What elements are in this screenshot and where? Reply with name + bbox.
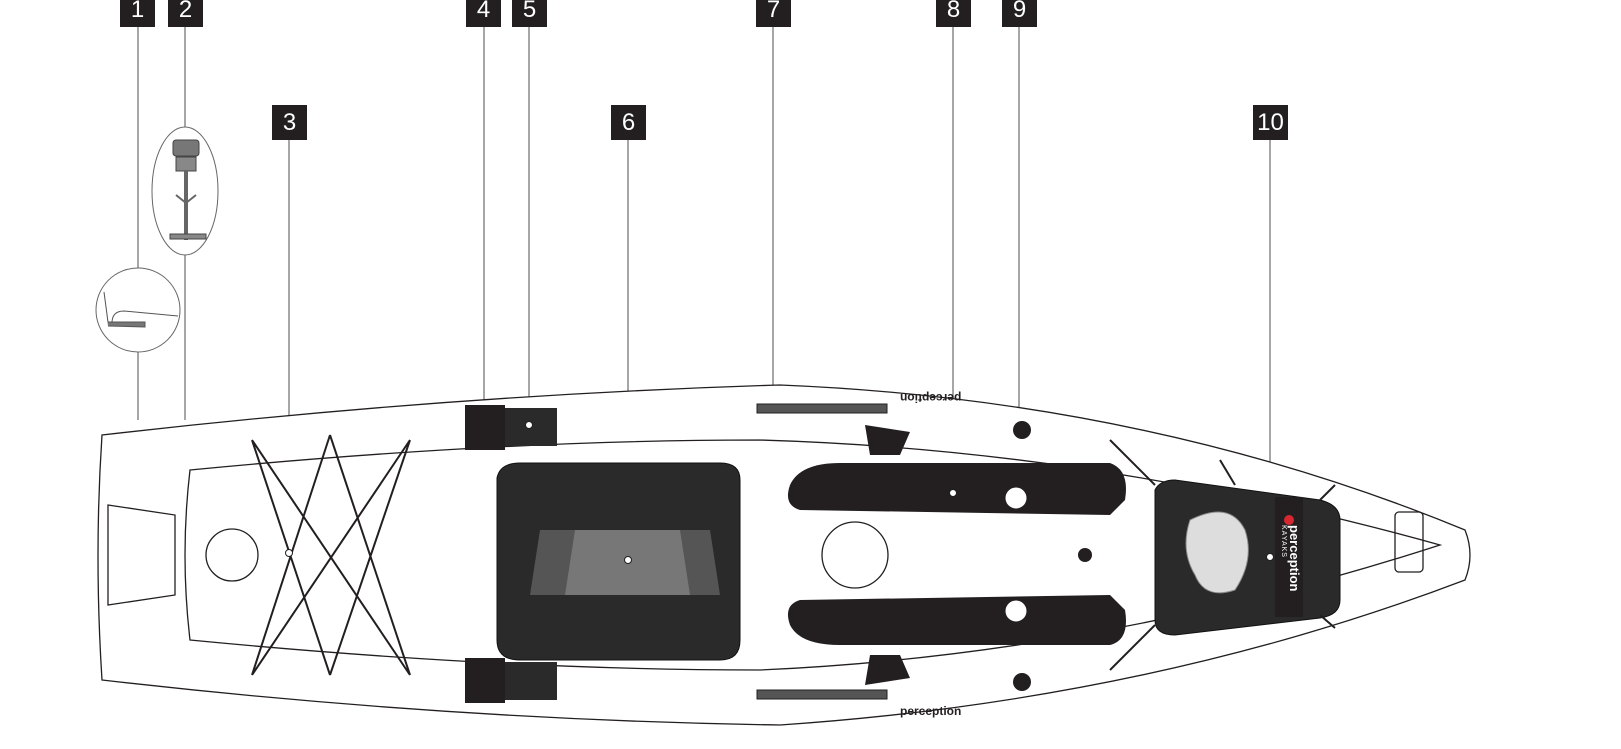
callout-8[interactable]: 8 — [936, 0, 971, 27]
brand-name: perception — [1287, 525, 1302, 592]
gear-track-top — [756, 403, 888, 414]
gear-track-bottom — [756, 689, 888, 700]
brand-sub: KAYAKS — [1280, 525, 1287, 558]
callout-1[interactable]: 1 — [120, 0, 155, 27]
callout-10[interactable]: 10 — [1253, 105, 1288, 140]
callout-6[interactable]: 6 — [611, 105, 646, 140]
drain-icon — [1013, 421, 1031, 439]
seat — [496, 462, 741, 661]
side-brand-label: perception — [900, 704, 962, 718]
hatch-brand-logo: perception KAYAKS — [1280, 525, 1302, 591]
kayak-hull — [97, 384, 1471, 726]
callout-5[interactable]: 5 — [512, 0, 547, 27]
deck-pads — [787, 425, 1126, 685]
callout-4[interactable]: 4 — [466, 0, 501, 27]
side-brand-label-top: perception — [900, 391, 962, 405]
callout-9[interactable]: 9 — [1002, 0, 1037, 27]
rod-holders — [465, 405, 557, 703]
callout-2[interactable]: 2 — [168, 0, 203, 27]
bow-hatch — [1109, 439, 1341, 671]
hull-detail-icon — [95, 267, 181, 353]
scupper-plug-icon — [151, 126, 219, 256]
callout-7[interactable]: 7 — [756, 0, 791, 27]
callout-3[interactable]: 3 — [272, 105, 307, 140]
